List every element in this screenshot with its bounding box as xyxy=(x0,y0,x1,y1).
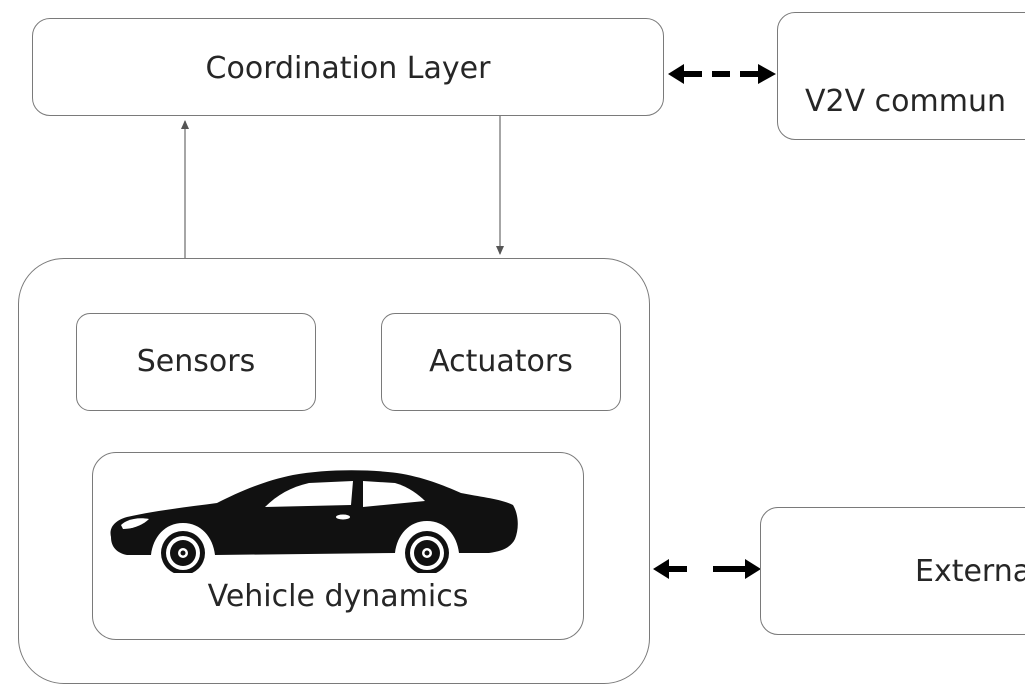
actuators-label: Actuators xyxy=(429,344,573,379)
sensors-label: Sensors xyxy=(136,344,256,379)
external-label: Externa xyxy=(915,554,1025,589)
car-icon xyxy=(110,470,518,573)
external-box: Externa xyxy=(760,507,1025,635)
actuators-box: Actuators xyxy=(381,313,621,411)
v2v-communication-box: V2V commun xyxy=(777,12,1025,140)
vehicle-dynamics-box: Vehicle dynamics xyxy=(92,452,584,640)
coordination-layer-label: Coordination Layer xyxy=(205,51,491,86)
coordination-v2v-double-arrow xyxy=(668,64,776,84)
v2v-communication-label: V2V commun xyxy=(805,84,1006,119)
coordination-layer-box: Coordination Layer xyxy=(32,18,664,116)
vehicle-external-double-arrow xyxy=(653,559,761,579)
vehicle-dynamics-label: Vehicle dynamics xyxy=(207,579,469,614)
sensors-box: Sensors xyxy=(76,313,316,411)
